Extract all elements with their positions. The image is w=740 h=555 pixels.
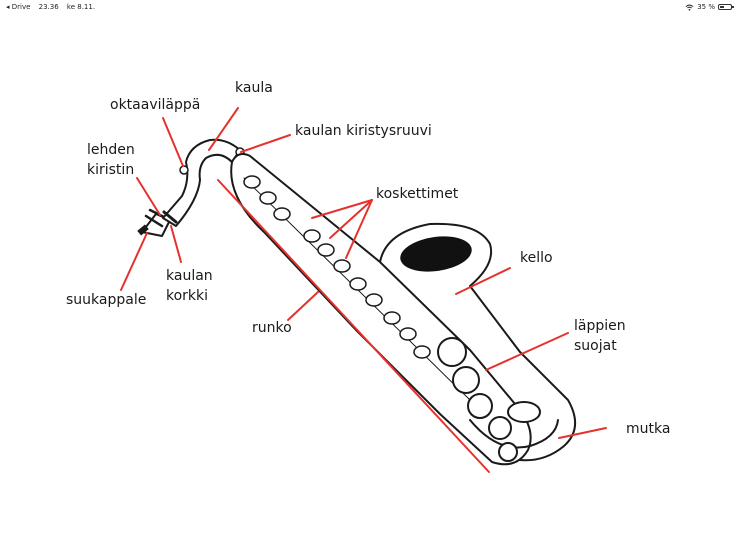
battery-fill <box>720 6 724 8</box>
pointer-lappien-suojat <box>485 332 569 371</box>
status-bar: ◂ Drive 23.36 ke 8.11. 35 % <box>0 0 740 14</box>
status-time: 23.36 <box>38 3 59 11</box>
pointer-oktaavilappa <box>162 117 184 167</box>
wifi-icon <box>685 4 694 11</box>
mouthpiece-tip <box>137 224 149 236</box>
label-korkki: korkki <box>166 288 209 304</box>
pointer-runko <box>287 291 319 321</box>
pointer-lines <box>120 107 607 473</box>
pointer-kello <box>455 267 511 295</box>
label-runko: runko <box>252 320 292 336</box>
key-guards <box>437 337 541 462</box>
label-koskettimet: koskettimet <box>376 186 459 202</box>
pointer-suukappale <box>120 232 148 291</box>
octave-key <box>179 165 189 175</box>
label-lappien: läppien <box>574 318 626 334</box>
back-to-drive-link[interactable]: ◂ Drive <box>6 3 31 11</box>
pointer-koskettimet-2 <box>329 199 373 239</box>
label-kaulan-kiristysruuvi: kaulan kiristysruuvi <box>295 123 432 139</box>
neck <box>162 138 241 227</box>
label-kaulan: kaulan <box>166 268 213 284</box>
label-kiristin: kiristin <box>87 162 135 178</box>
pointer-runko-span <box>217 179 490 473</box>
label-suojat: suojat <box>574 338 617 354</box>
battery-percent: 35 % <box>697 3 715 11</box>
status-right: 35 % <box>685 0 734 14</box>
bow <box>469 419 559 449</box>
battery-icon <box>718 4 734 10</box>
saxophone-drawing <box>137 138 576 466</box>
bell-opening <box>400 236 472 272</box>
label-suukappale: suukappale <box>66 292 147 308</box>
neck-cork <box>162 210 178 224</box>
label-kaula: kaula <box>235 80 273 96</box>
label-oktaavilappa: oktaaviläppä <box>110 97 201 113</box>
label-lehden: lehden <box>87 142 135 158</box>
pointer-koskettimet-3 <box>345 199 373 259</box>
status-left: ◂ Drive 23.36 ke 8.11. <box>6 0 101 14</box>
pointer-lehden-kiristin <box>136 177 161 216</box>
pointer-kaula <box>208 107 239 151</box>
label-kello: kello <box>520 250 553 266</box>
keys <box>243 175 431 359</box>
status-date: ke 8.11. <box>66 3 96 11</box>
label-mutka: mutka <box>626 421 671 437</box>
pointer-koskettimet-1 <box>311 199 373 219</box>
pointer-kaulan-kiristysruuvi <box>240 134 291 153</box>
pointer-kaulan-korkki <box>170 225 182 263</box>
pointer-mutka <box>558 427 607 439</box>
